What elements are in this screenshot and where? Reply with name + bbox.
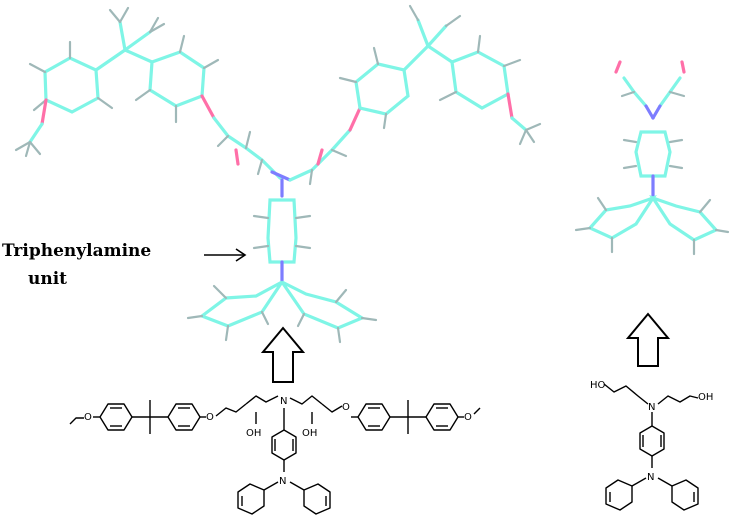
atom-o-ether-2: O (342, 402, 350, 413)
bond-3d-o-left (40, 98, 48, 126)
monomer-3d-model (574, 60, 730, 256)
ring-3d-left-inner (134, 34, 220, 124)
ring-3d-right-inner (338, 46, 410, 130)
triphenylamine-3d-unit (186, 198, 378, 344)
bond-3d-n-center (270, 170, 292, 182)
atom-ho: HO (590, 380, 606, 391)
atom-o-left: O (84, 412, 92, 423)
ring-3d-left-outer (28, 40, 114, 114)
hollow-up-arrow-icon (260, 326, 306, 383)
atom-n-tpa-monomer: N (647, 472, 654, 483)
atom-n-monomer: N (648, 402, 655, 413)
hollow-up-arrow-icon (625, 312, 671, 367)
bond-3d-methyl-left (28, 122, 44, 144)
atom-n-tpa: N (279, 476, 286, 487)
monomer-2d-structure: HO N OH N (590, 380, 713, 511)
polymer-3d-model (14, 4, 542, 344)
polymer-2d-structure: O O OH N OH O O (69, 395, 481, 515)
atom-n-polymer: N (280, 396, 287, 407)
triphenylamine-annotation: Triphenylamine unit (2, 241, 247, 289)
bond-3d-ring-to-cme2-left (94, 48, 127, 72)
annotation-arrow-icon (204, 248, 247, 262)
atom-oh-right: OH (302, 428, 317, 439)
atom-o-right: O (464, 412, 472, 423)
annotation-line-1: Triphenylamine (2, 241, 151, 261)
atom-oh-monomer: OH (698, 392, 713, 403)
bond-3d-o-ether-left (200, 94, 216, 120)
atom-o-ether-1: O (206, 412, 214, 423)
annotation-line-2: unit (28, 269, 67, 289)
atom-oh-left: OH (246, 428, 261, 439)
